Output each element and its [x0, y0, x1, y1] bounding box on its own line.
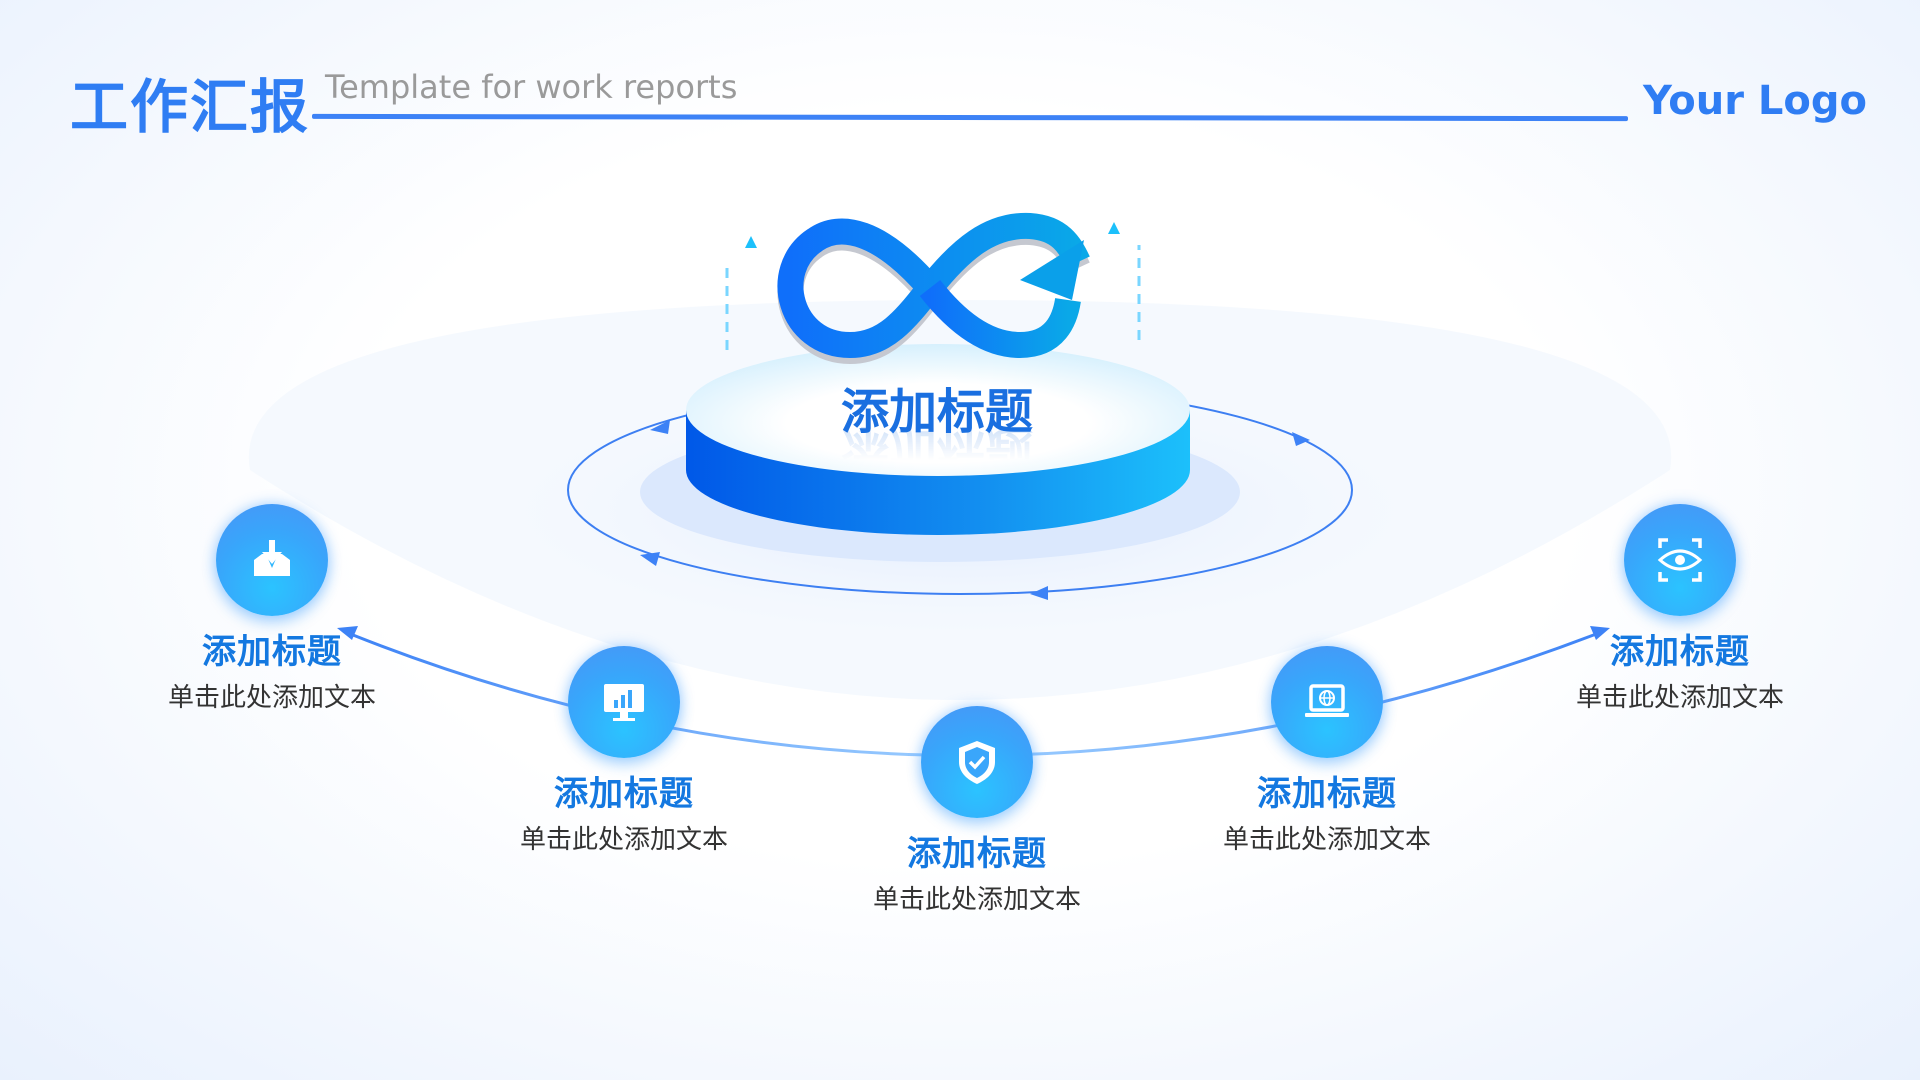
- node-text[interactable]: 单击此处添加文本: [1222, 825, 1431, 855]
- monitor-chart-icon: [568, 646, 680, 758]
- node-title: 添加标题: [1257, 774, 1397, 814]
- node-1[interactable]: 添加标题 单击此处添加文本: [122, 504, 422, 714]
- logo-text: Your Logo: [1643, 78, 1867, 124]
- node-title: 添加标题: [1610, 632, 1750, 672]
- node-text[interactable]: 单击此处添加文本: [1575, 683, 1784, 713]
- node-title: 添加标题: [554, 774, 694, 814]
- node-5[interactable]: 添加标题 单击此处添加文本: [1530, 504, 1830, 714]
- node-title: 添加标题: [202, 632, 342, 672]
- node-3[interactable]: 添加标题 单击此处添加文本: [827, 706, 1127, 916]
- node-text[interactable]: 单击此处添加文本: [167, 683, 376, 713]
- page-subtitle: Template for work reports: [325, 68, 738, 106]
- download-tray-icon: [216, 504, 328, 616]
- node-title: 添加标题: [907, 834, 1047, 874]
- node-text[interactable]: 单击此处添加文本: [872, 885, 1081, 915]
- eye-scan-icon: [1624, 504, 1736, 616]
- laptop-globe-icon: [1271, 646, 1383, 758]
- center-title-reflection: 添加标题: [840, 420, 1033, 476]
- shield-check-icon: [921, 706, 1033, 818]
- center-title: 添加标题: [840, 384, 1033, 440]
- node-2[interactable]: 添加标题 单击此处添加文本: [474, 646, 774, 856]
- node-4[interactable]: 添加标题 单击此处添加文本: [1177, 646, 1477, 856]
- page-title: 工作汇报: [70, 73, 311, 141]
- node-text[interactable]: 单击此处添加文本: [519, 825, 728, 855]
